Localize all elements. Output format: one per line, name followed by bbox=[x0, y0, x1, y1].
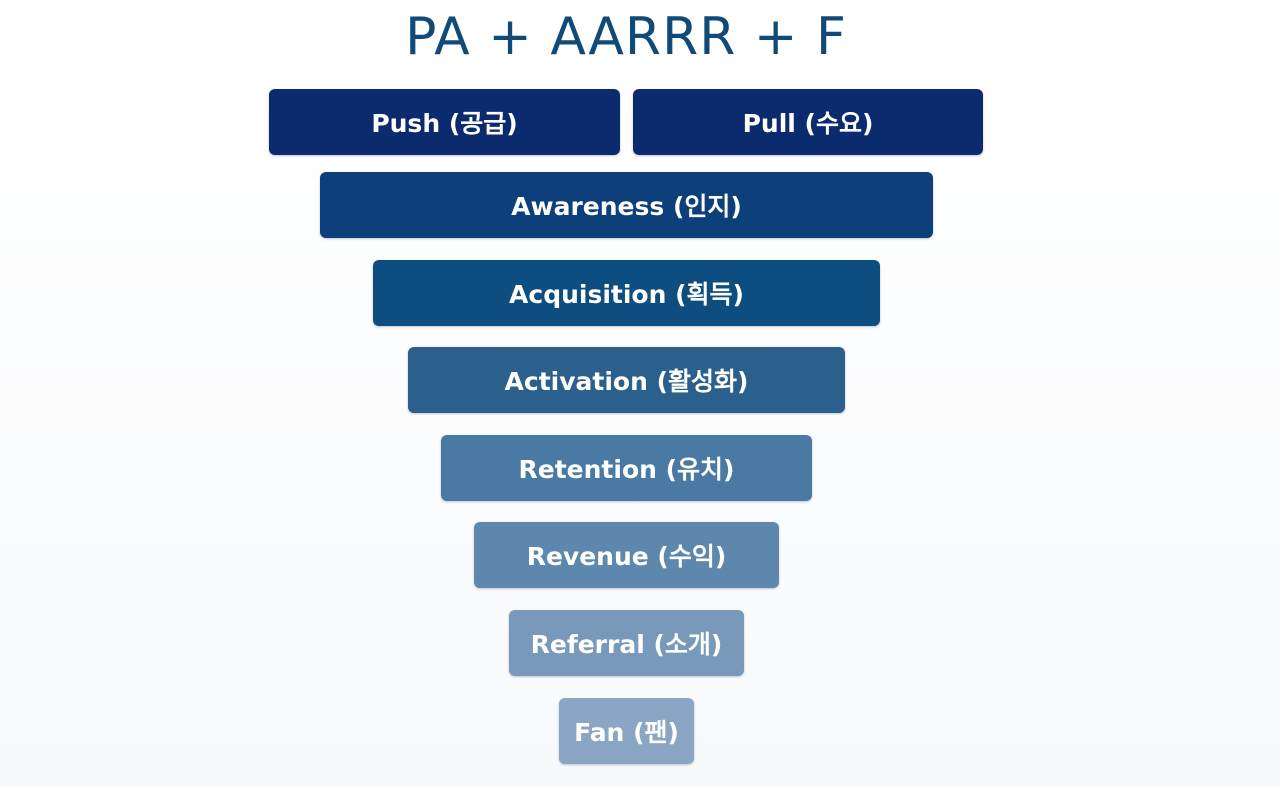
funnel-step-label: Awareness (인지) bbox=[511, 192, 742, 221]
funnel-step-label: Fan (팬) bbox=[574, 718, 679, 747]
funnel-step-label: Activation (활성화) bbox=[504, 367, 749, 396]
funnel-step-referral: Referral (소개) bbox=[509, 610, 744, 676]
funnel-step-fan: Fan (팬) bbox=[559, 698, 694, 764]
funnel-step-awareness: Awareness (인지) bbox=[320, 172, 933, 238]
funnel-step-revenue: Revenue (수익) bbox=[474, 522, 779, 588]
funnel-step-activation: Activation (활성화) bbox=[408, 347, 845, 413]
funnel-step-label: Retention (유치) bbox=[518, 455, 735, 484]
push-box: Push (공급) bbox=[269, 89, 620, 155]
funnel-step-label: Referral (소개) bbox=[530, 630, 723, 659]
funnel-step-label: Acquisition (획득) bbox=[509, 280, 744, 309]
funnel-step-acquisition: Acquisition (획득) bbox=[373, 260, 880, 326]
diagram-title: PA + AARRR + F bbox=[405, 7, 847, 67]
funnel-step-label: Revenue (수익) bbox=[526, 542, 727, 571]
push-label: Push (공급) bbox=[371, 109, 518, 138]
pull-label: Pull (수요) bbox=[742, 109, 874, 138]
pull-box: Pull (수요) bbox=[633, 89, 983, 155]
funnel-step-retention: Retention (유치) bbox=[441, 435, 812, 501]
